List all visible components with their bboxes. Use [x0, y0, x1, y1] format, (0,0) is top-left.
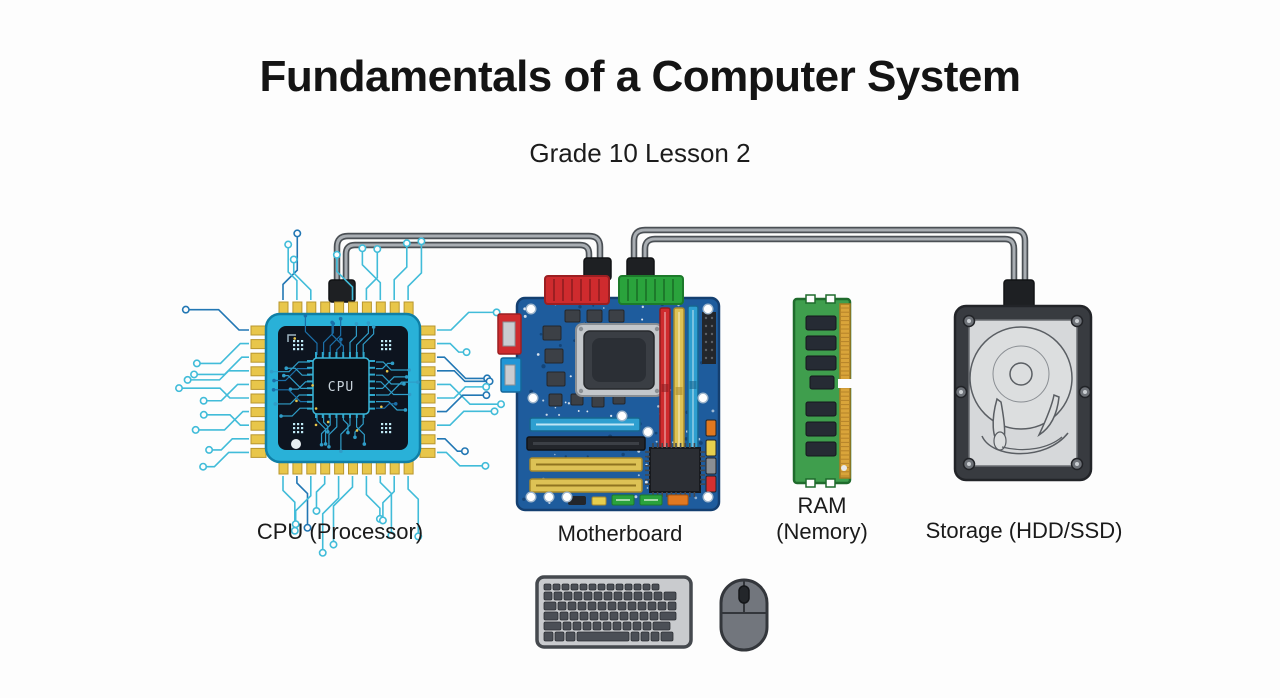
page-subtitle: Grade 10 Lesson 2 [529, 138, 751, 168]
ram-label: RAM (Nemory) [762, 493, 882, 545]
cpu-chip-text: CPU [328, 380, 354, 395]
storage-label: Storage (HDD/SSD) [925, 518, 1123, 543]
ram-stick-illustration [792, 294, 853, 488]
mouse-illustration [719, 578, 769, 652]
cpu-label: CPU (Processor) [256, 519, 424, 544]
page-title: Fundamentals of a Computer System [259, 52, 1021, 101]
cpu-chip-illustration [175, 229, 506, 557]
motherboard-illustration [497, 275, 721, 512]
motherboard-label: Motherboard [557, 521, 683, 546]
hard-drive-illustration [953, 304, 1093, 482]
keyboard-illustration [535, 575, 693, 649]
ram-label-line1: RAM [797, 493, 847, 518]
ram-label-line2: (Nemory) [776, 519, 868, 544]
